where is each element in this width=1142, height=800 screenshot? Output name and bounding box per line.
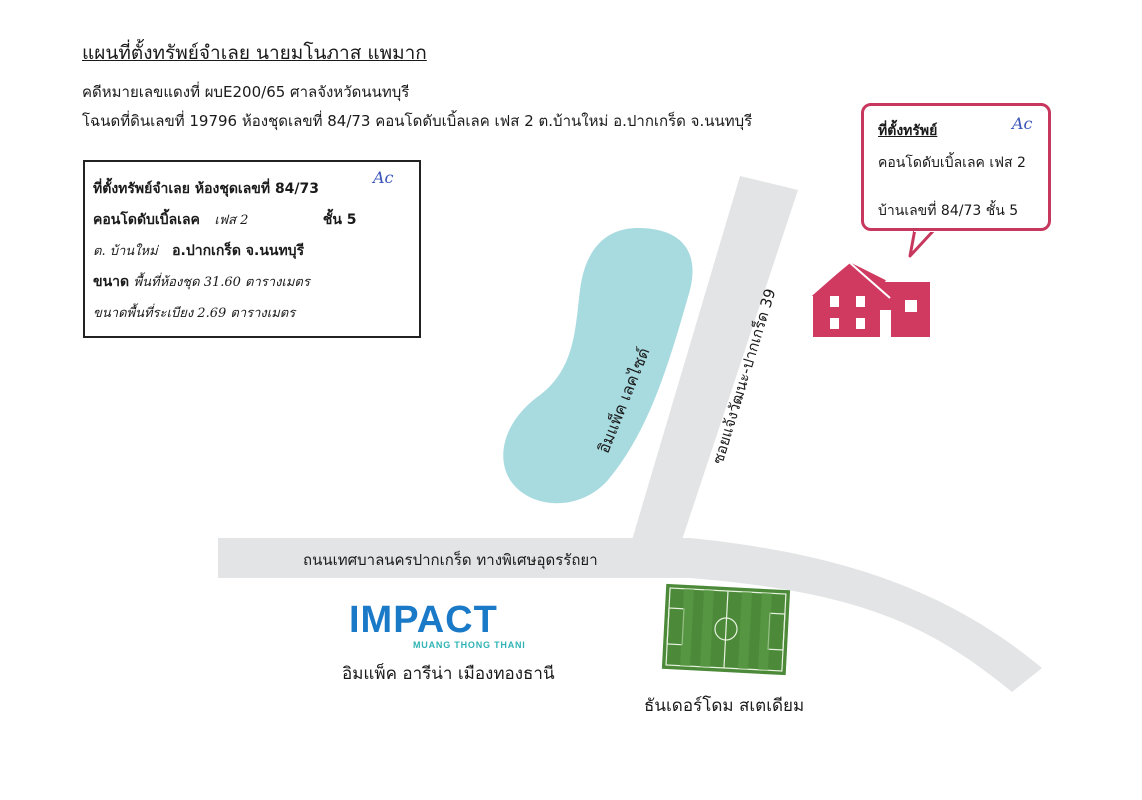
callout-heading: ที่ตั้งทรัพย์ xyxy=(878,123,938,139)
details-floor: ชั้น 5 xyxy=(322,212,357,228)
impact-logo-subtext: MUANG THONG THANI xyxy=(413,640,526,650)
main-road-label: ถนนเทศบาลนครปากเกร็ด ทางพิเศษอุดรรัถยา xyxy=(303,551,598,569)
details-phase-handwritten: เฟส 2 xyxy=(214,213,249,228)
details-row-district: ต. บ้านใหม่ อ.ปากเกร็ด จ.นนทบุรี xyxy=(93,240,304,262)
map-title: แผนที่ตั้งทรัพย์จำเลย นายมโนภาส แพมาก xyxy=(82,42,427,64)
details-signature: Ac xyxy=(373,168,394,187)
details-row-room-area: ขนาด พื้นที่ห้องชุด 31.60 ตารางเมตร xyxy=(93,271,310,293)
side-road xyxy=(632,176,798,570)
details-subdistrict-handwritten: ต. บ้านใหม่ xyxy=(93,244,158,259)
stadium-field-icon xyxy=(661,583,791,676)
details-row-balcony-area: ขนาดพื้นที่ระเบียง 2.69 ตารางเมตร xyxy=(93,302,295,323)
arena-label: อิมแพ็ค อารีน่า เมืองทองธานี xyxy=(342,664,555,684)
callout-pointer xyxy=(908,227,937,258)
details-balcony-area-handwritten: ขนาดพื้นที่ระเบียง 2.69 ตารางเมตร xyxy=(93,306,296,321)
case-number-line: คดีหมายเลขแดงที่ ผบE200/65 ศาลจังหวัดนนท… xyxy=(82,83,410,101)
details-row-unit: ที่ตั้งทรัพย์จำเลย ห้องชุดเลขที่ 84/73 xyxy=(93,181,320,197)
details-condo-label: คอนโดดับเบิ้ลเลค xyxy=(93,212,200,228)
impact-logo-text: IMPACT xyxy=(349,599,498,641)
lake xyxy=(503,228,693,504)
details-district-label: อ.ปากเกร็ด จ.นนทบุรี xyxy=(172,243,305,259)
details-size-label: ขนาด xyxy=(93,274,130,290)
details-row-condo: คอนโดดับเบิ้ลเลค เฟส 2 ชั้น 5 xyxy=(93,209,357,231)
callout-signature: Ac xyxy=(1012,114,1033,133)
details-room-area-handwritten: พื้นที่ห้องชุด 31.60 ตารางเมตร xyxy=(133,275,310,290)
house-icon xyxy=(807,260,930,337)
main-road xyxy=(218,538,1042,692)
deed-line: โฉนดที่ดินเลขที่ 19796 ห้องชุดเลขที่ 84/… xyxy=(82,112,753,130)
property-callout: ที่ตั้งทรัพย์ Ac คอนโดดับเบิ้ลเลค เฟส 2 … xyxy=(861,103,1051,231)
callout-line-address: บ้านเลขที่ 84/73 ชั้น 5 xyxy=(878,203,1019,219)
property-details-box: ที่ตั้งทรัพย์จำเลย ห้องชุดเลขที่ 84/73 A… xyxy=(83,160,421,338)
callout-line-condo: คอนโดดับเบิ้ลเลค เฟส 2 xyxy=(878,155,1026,171)
stadium-label: ธันเดอร์โดม สเตเดียม xyxy=(644,696,805,716)
